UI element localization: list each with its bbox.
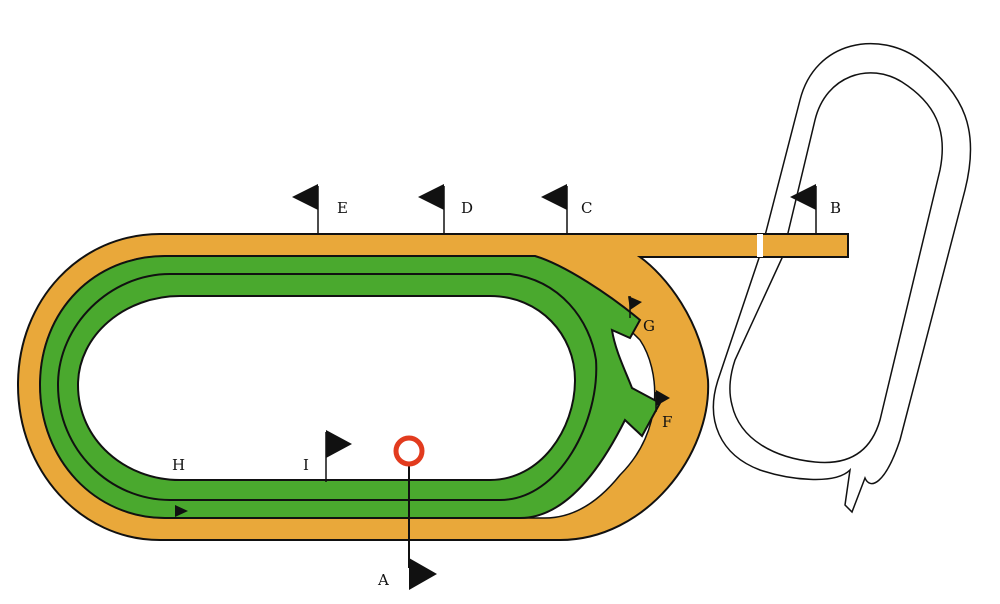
training-track — [712, 42, 972, 514]
marker-label-h: H — [172, 456, 185, 474]
flag-c — [541, 184, 568, 234]
marker-label-e: E — [337, 199, 348, 217]
marker-label-g: G — [643, 317, 655, 335]
marker-label-a: A — [377, 571, 389, 589]
flag-i — [325, 430, 352, 482]
flag-g — [628, 296, 642, 318]
flag-b — [790, 184, 817, 234]
marker-label-d: D — [461, 199, 473, 217]
flag-e — [292, 184, 319, 234]
flag-f — [655, 390, 670, 412]
winning-post — [393, 435, 437, 590]
start-arrow-icon — [175, 505, 188, 517]
marker-label-b: B — [830, 199, 841, 217]
marker-label-i: I — [303, 456, 309, 474]
flag-d — [418, 184, 445, 234]
marker-label-c: C — [581, 199, 592, 217]
marker-label-f: F — [662, 413, 672, 431]
inner-track — [38, 255, 662, 519]
